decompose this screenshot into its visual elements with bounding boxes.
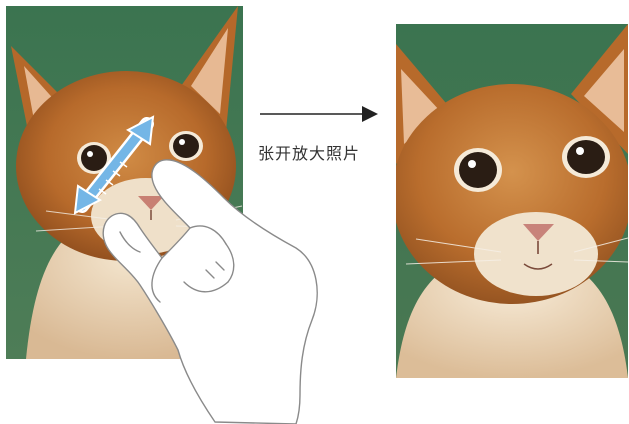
cat-photo-before[interactable] xyxy=(6,6,243,359)
cat-photo-after[interactable] xyxy=(396,24,628,378)
caption-text: 张开放大照片 xyxy=(258,144,361,163)
cat-image-after xyxy=(396,24,628,378)
right-arrow-icon xyxy=(260,106,378,122)
cat-image-before xyxy=(6,6,243,359)
